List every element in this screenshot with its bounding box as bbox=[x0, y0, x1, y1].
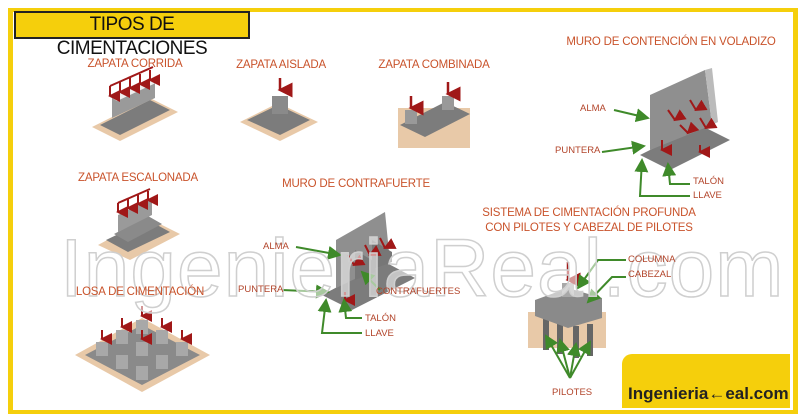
muro-contrafuerte-drawing bbox=[281, 212, 415, 334]
label-zapata-aislada: ZAPATA AISLADA bbox=[236, 59, 326, 71]
pilotes-columna: COLUMNA bbox=[628, 254, 676, 265]
contrafuerte-puntera: PUNTERA bbox=[238, 284, 284, 295]
label-zapata-combinada: ZAPATA COMBINADA bbox=[378, 59, 490, 71]
muro-voladizo-drawing bbox=[601, 68, 730, 197]
pilotes-pilotes: PILOTES bbox=[552, 387, 593, 398]
zapata-combinada-drawing bbox=[398, 82, 470, 148]
logo-hook-icon: ← bbox=[708, 384, 726, 403]
label-zapata-corrida: ZAPATA CORRIDA bbox=[87, 58, 183, 70]
losa-drawing bbox=[75, 306, 210, 392]
zapata-aislada-drawing bbox=[240, 78, 318, 141]
contrafuerte-contrafuertes: CONTRAFUERTES bbox=[376, 286, 461, 297]
voladizo-alma: ALMA bbox=[580, 103, 606, 114]
logo-text-suffix: eal.com bbox=[725, 384, 789, 403]
label-muro-voladizo: MURO DE CONTENCIÓN EN VOLADIZO bbox=[566, 36, 776, 48]
label-losa: LOSA DE CIMENTACIÓN bbox=[75, 286, 205, 298]
zapata-escalonada-drawing bbox=[98, 188, 180, 260]
contrafuerte-alma: ALMA bbox=[263, 241, 289, 252]
page-title: TIPOS DE CIMENTACIONES bbox=[14, 11, 250, 59]
label-profunda-line1: SISTEMA DE CIMENTACIÓN PROFUNDA bbox=[482, 207, 696, 219]
watermark: IngenieriaReal.com bbox=[59, 222, 785, 315]
label-muro-contrafuerte: MURO DE CONTRAFUERTE bbox=[282, 178, 430, 190]
zapata-corrida-drawing bbox=[92, 66, 178, 141]
contrafuerte-talon: TALÓN bbox=[365, 313, 396, 324]
voladizo-talon: TALÓN bbox=[693, 176, 724, 187]
contrafuerte-llave: LLAVE bbox=[365, 328, 394, 339]
yellow-frame bbox=[8, 8, 798, 414]
brand-logo: Ingenieria←eal.com bbox=[622, 354, 790, 408]
voladizo-puntera: PUNTERA bbox=[555, 145, 601, 156]
logo-text-main: Ingenieria bbox=[628, 384, 709, 403]
logo-text: Ingenieria←eal.com bbox=[628, 384, 789, 404]
voladizo-llave: LLAVE bbox=[693, 190, 722, 201]
pilotes-cabezal: CABEZAL bbox=[628, 269, 672, 280]
label-zapata-escalonada: ZAPATA ESCALONADA bbox=[78, 172, 198, 184]
label-profunda-line2: CON PILOTES Y CABEZAL DE PILOTES bbox=[485, 222, 693, 234]
pilotes-drawing bbox=[528, 259, 626, 379]
